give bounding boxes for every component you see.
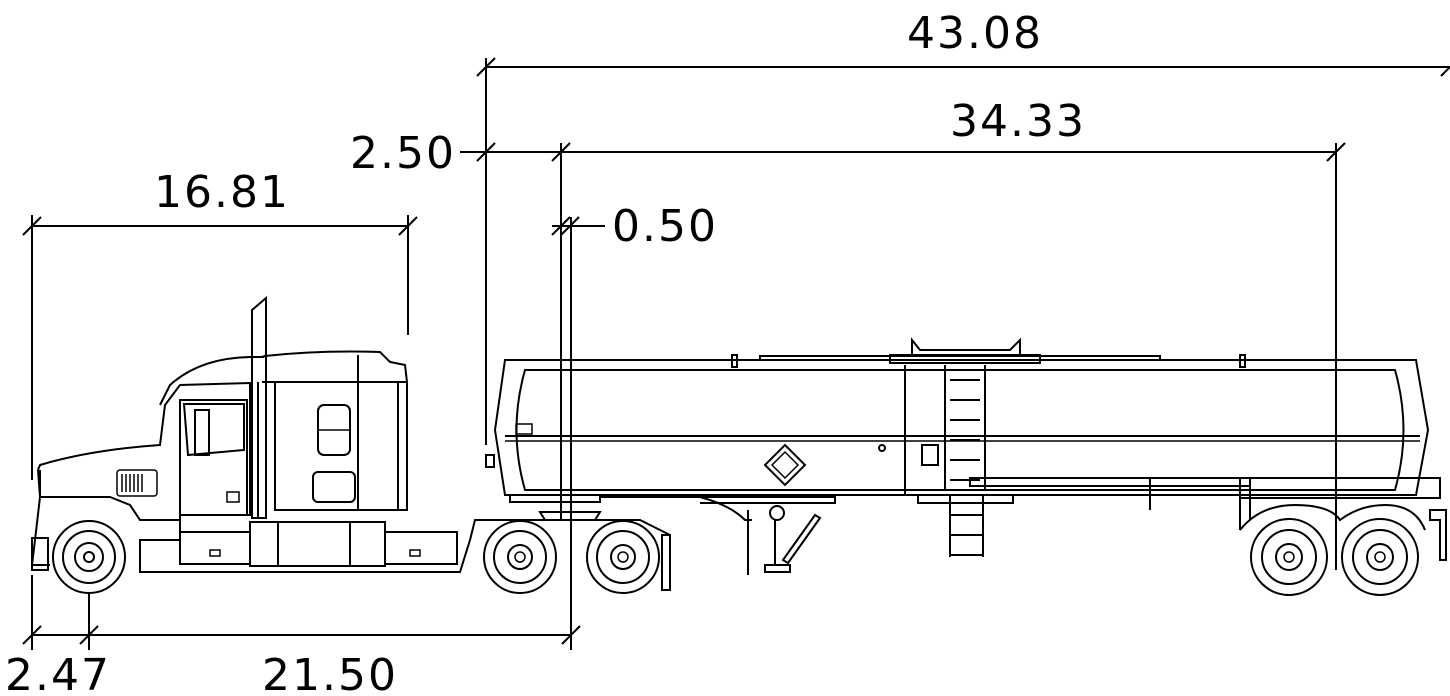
trailer-length-label: 34.33: [950, 96, 1086, 147]
dimension-lines: [22, 57, 1450, 650]
kingpin-offset-label: 0.50: [612, 201, 718, 252]
trailer-wheel-2: [1341, 518, 1419, 596]
tractor-length-label: 16.81: [154, 167, 290, 218]
trailer-front-marker: [485, 454, 495, 468]
tractor-drive-wheel-1: [483, 520, 557, 594]
overall-length-label: 43.08: [907, 8, 1043, 59]
tractor-drive-wheel-2: [586, 520, 660, 594]
tractor-front-wheel: [52, 520, 126, 594]
trailer-wheel-1: [1250, 518, 1328, 596]
front-overhang-label: 2.50: [350, 128, 456, 179]
front-bumper-axle-label: 2.47: [5, 650, 111, 696]
tractor: [30, 295, 671, 591]
wheelbase-label: 21.50: [262, 650, 398, 696]
tank-trailer: [493, 337, 1447, 575]
dimension-labels: 43.08 34.33 2.50 0.50 16.81 2.47 21.50: [5, 8, 1086, 696]
